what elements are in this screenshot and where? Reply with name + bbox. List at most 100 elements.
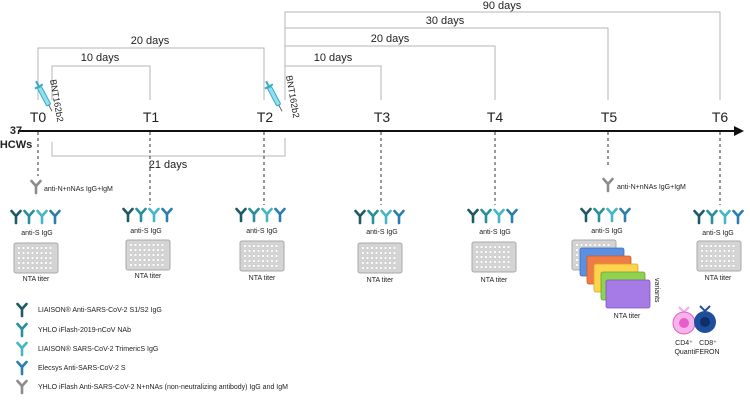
bracket-t2-t3	[284, 65, 382, 100]
nta-label-t2: NTA titer	[249, 275, 276, 282]
microplate-t1	[125, 239, 171, 271]
antibody-elecsys-icon	[274, 207, 286, 223]
nta-label-t0: NTA titer	[23, 276, 50, 283]
antibody-trimeric-icon	[261, 207, 273, 223]
vaccine-label-2: BNT162b2	[284, 75, 301, 119]
antibody-trimeric-icon	[606, 207, 618, 223]
antibody-elecsys-icon	[393, 209, 405, 225]
antibody-nab-icon	[480, 208, 492, 224]
antibody-s1s2-icon	[467, 208, 479, 224]
legend-label-elecsys: Elecsys Anti-SARS-CoV-2 S	[38, 365, 126, 372]
assay-group-t5: anti-S IgG	[580, 207, 631, 235]
antibody-nab-icon	[367, 209, 379, 225]
antibody-nab-icon	[135, 207, 147, 223]
nta-label-t5: NTA titer	[614, 313, 641, 320]
antibody-gray-icon	[16, 379, 28, 395]
interval-label-t2-t5: 30 days	[426, 15, 465, 27]
antibody-nab-icon	[593, 207, 605, 223]
antibody-elecsys-icon	[16, 360, 28, 376]
antibody-s1s2-icon	[16, 302, 28, 318]
timepoint-t4: T4	[487, 109, 504, 125]
cd8-label: CD8⁺	[699, 340, 717, 347]
timepoint-t2: T2	[257, 109, 274, 125]
timeline-arrowhead	[734, 126, 744, 136]
antibody-elecsys-icon	[49, 209, 61, 225]
interval-label-t2-t6: 90 days	[483, 0, 522, 12]
antibody-nab-icon	[23, 209, 35, 225]
nta-label-t1: NTA titer	[135, 273, 162, 280]
antibody-s1s2-icon	[354, 209, 366, 225]
cd4-receptor-icon	[678, 306, 690, 314]
variant-plate-purple	[605, 279, 651, 309]
legend-label-yhlo-nnas: YHLO iFlash Anti-SARS-CoV-2 N+nNAs (non-…	[38, 384, 288, 391]
assay-group-t1: anti-S IgG	[122, 207, 173, 235]
cd4-cell: CD4⁺	[672, 306, 696, 347]
timepoint-t1: T1	[143, 109, 160, 125]
bracket-t0-t2-21	[51, 138, 286, 157]
anti-s-label-t6: anti-S IgG	[702, 230, 734, 237]
anti-s-label-t1: anti-S IgG	[130, 228, 162, 235]
cohort-count: 37	[10, 125, 22, 137]
interval-label-t0-t2: 20 days	[131, 35, 170, 47]
antibody-gray-icon	[602, 177, 614, 193]
legend-item-liaison-s1s2: LIAISON® Anti-SARS-CoV-2 S1/S2 IgG	[16, 302, 162, 318]
assay-legend: LIAISON® Anti-SARS-CoV-2 S1/S2 IgG YHLO …	[16, 302, 288, 395]
microplate-t6	[696, 240, 742, 272]
timepoint-t0: T0	[30, 109, 47, 125]
interval-brackets	[37, 11, 721, 157]
antibody-s1s2-icon	[235, 207, 247, 223]
quantiferon-label: QuantiFERON	[674, 349, 719, 356]
antibody-elecsys-icon	[732, 209, 744, 225]
variants-label: variants	[653, 278, 660, 303]
interval-label-t0-t2-21: 21 days	[149, 159, 188, 171]
antibody-trimeric-icon	[148, 207, 160, 223]
interval-label-t0-t1: 10 days	[81, 52, 120, 64]
legend-item-yhlo-nnas: YHLO iFlash Anti-SARS-CoV-2 N+nNAs (non-…	[16, 379, 288, 395]
assay-group-t2: anti-S IgG	[235, 207, 286, 235]
anti-s-label-t2: anti-S IgG	[246, 228, 278, 235]
antibody-s1s2-icon	[693, 209, 705, 225]
assay-group-t0: anti-S IgG	[10, 209, 61, 237]
vaccine-label-1: BNT162b2	[48, 79, 65, 123]
antibody-gray-icon	[30, 179, 42, 195]
nnas-marker-t0: anti-N+nNAs IgG+IgM	[30, 179, 113, 195]
legend-label-liaison-s1s2: LIAISON® Anti-SARS-CoV-2 S1/S2 IgG	[38, 306, 162, 314]
timepoint-t6: T6	[712, 109, 729, 125]
nnas-label-t5: anti-N+nNAs IgG+IgM	[617, 184, 686, 191]
nta-label-t4: NTA titer	[481, 277, 508, 284]
antibody-s1s2-icon	[122, 207, 134, 223]
antibody-trimeric-icon	[719, 209, 731, 225]
legend-item-elecsys: Elecsys Anti-SARS-CoV-2 S	[16, 360, 126, 376]
nnas-label-t0: anti-N+nNAs IgG+IgM	[44, 186, 113, 193]
antibody-nab-icon	[248, 207, 260, 223]
anti-s-label-t4: anti-S IgG	[479, 229, 511, 236]
cohort-label: HCWs	[0, 139, 32, 151]
timepoint-t3: T3	[374, 109, 391, 125]
microplate-t4	[471, 241, 517, 273]
antibody-nab-icon	[706, 209, 718, 225]
antibody-trimeric-icon	[380, 209, 392, 225]
nta-label-t6: NTA titer	[705, 275, 732, 282]
antibody-s1s2-icon	[10, 209, 22, 225]
nnas-marker-t5: anti-N+nNAs IgG+IgM	[602, 177, 686, 193]
cd4-label: CD4⁺	[675, 340, 693, 347]
antibody-trimeric-icon	[36, 209, 48, 225]
antibody-elecsys-icon	[619, 207, 631, 223]
interval-label-t2-t3: 10 days	[314, 52, 353, 64]
legend-label-yhlo-nab: YHLO iFlash-2019-nCoV NAb	[38, 327, 131, 334]
nta-label-t3: NTA titer	[367, 277, 394, 284]
anti-s-label-t3: anti-S IgG	[366, 229, 398, 236]
timepoint-t5: T5	[601, 109, 618, 125]
assay-group-t3: anti-S IgG	[354, 209, 405, 236]
interval-label-t2-t4: 20 days	[371, 33, 410, 45]
variant-plates-stack: variants	[571, 239, 660, 309]
bracket-t0-t2	[37, 47, 265, 100]
antibody-elecsys-icon	[161, 207, 173, 223]
antibody-trimeric-icon	[16, 341, 28, 357]
anti-s-label-t0: anti-S IgG	[21, 230, 53, 237]
microplate-t0	[13, 242, 59, 274]
cd8-cell: CD8⁺	[694, 305, 717, 347]
assay-group-t6: anti-S IgG	[693, 209, 744, 237]
legend-item-liaison-trimeric: LIAISON® SARS-CoV-2 TrimericS IgG	[16, 341, 158, 357]
